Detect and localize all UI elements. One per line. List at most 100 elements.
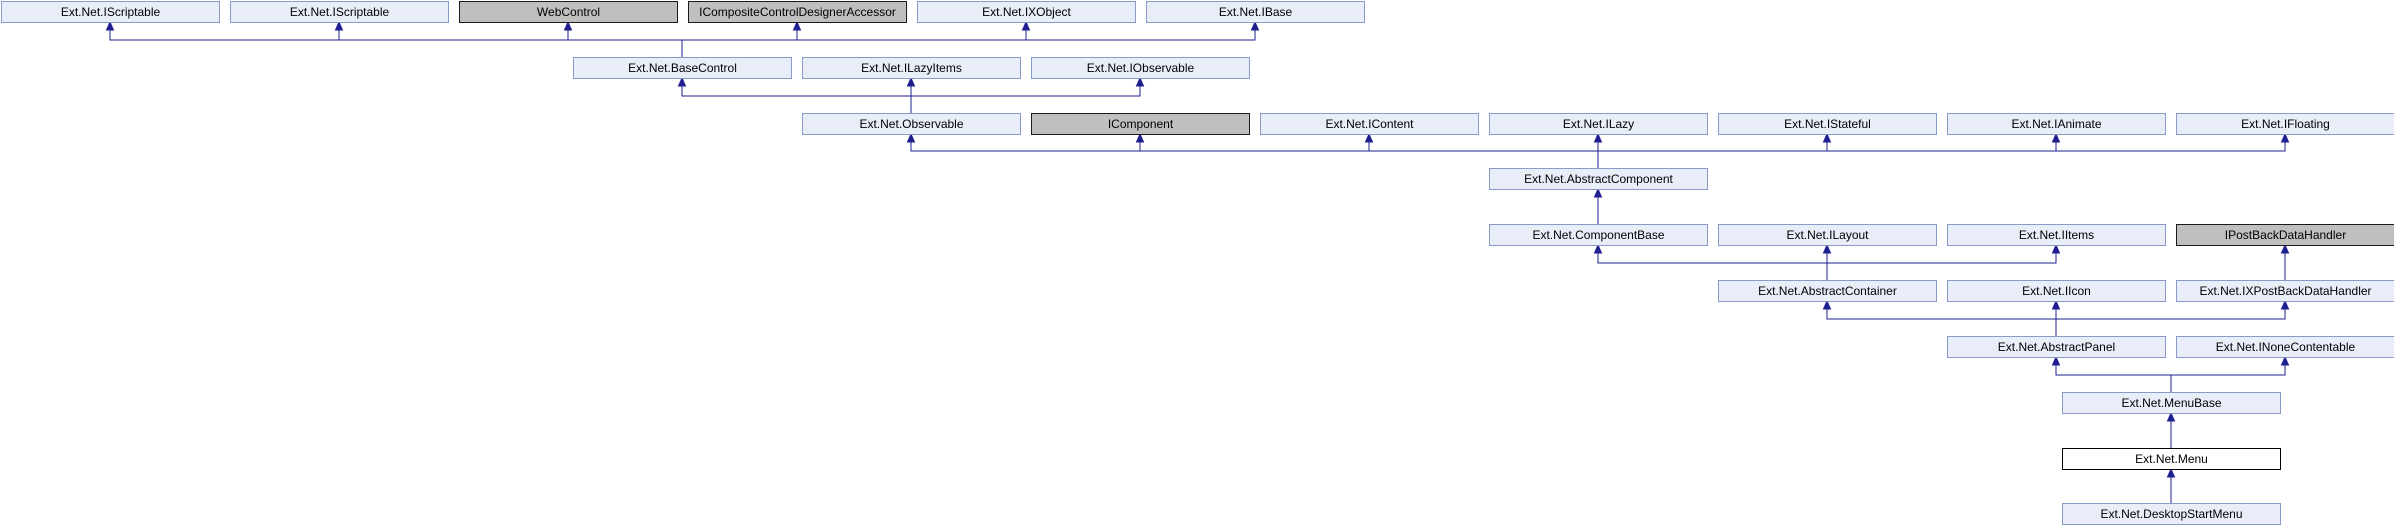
- class-node[interactable]: Ext.Net.Observable: [802, 113, 1021, 135]
- inheritance-edge: [1368, 141, 1599, 168]
- class-node[interactable]: Ext.Net.IBase: [1146, 1, 1365, 23]
- class-node-box: [230, 1, 449, 23]
- class-node-box: [573, 57, 792, 79]
- inheritance-edge: [567, 29, 683, 57]
- class-node-label: Ext.Net.IAnimate: [2011, 117, 2101, 131]
- class-node[interactable]: Ext.Net.IIcon: [1947, 280, 2166, 302]
- class-node[interactable]: Ext.Net.IStateful: [1718, 113, 1937, 135]
- class-node-label: Ext.Net.INoneContentable: [2216, 340, 2356, 354]
- class-node[interactable]: Ext.Net.IScriptable: [230, 1, 449, 23]
- class-node-label: IComponent: [1108, 117, 1174, 131]
- class-node-label: Ext.Net.ILazyItems: [861, 61, 962, 75]
- class-node[interactable]: Ext.Net.IObservable: [1031, 57, 1250, 79]
- class-node-box: [1146, 1, 1365, 23]
- class-node[interactable]: Ext.Net.INoneContentable: [2176, 336, 2394, 358]
- inheritance-edge: [2170, 364, 2286, 392]
- class-node[interactable]: Ext.Net.AbstractComponent: [1489, 168, 1708, 190]
- class-node: Ext.Net.Menu: [2062, 448, 2281, 470]
- class-node-label: WebControl: [537, 5, 600, 19]
- class-node-box: [1947, 280, 2166, 302]
- inheritance-edge: [681, 29, 1027, 57]
- inheritance-edge: [2055, 364, 2172, 392]
- class-node-box: [1489, 168, 1708, 190]
- class-node-box: [2062, 448, 2281, 470]
- class-node[interactable]: Ext.Net.ILazyItems: [802, 57, 1021, 79]
- class-node[interactable]: Ext.Net.IScriptable: [1, 1, 220, 23]
- class-node-box: [1031, 57, 1250, 79]
- class-node[interactable]: Ext.Net.AbstractPanel: [1947, 336, 2166, 358]
- class-node-box: [2062, 503, 2281, 525]
- arrowhead: [2280, 355, 2290, 366]
- class-node-box: [2176, 224, 2394, 246]
- class-node-label: IPostBackDataHandler: [2225, 228, 2346, 242]
- class-node[interactable]: Ext.Net.IAnimate: [1947, 113, 2166, 135]
- arrowhead: [1593, 243, 1603, 254]
- class-node-label: Ext.Net.DesktopStartMenu: [2100, 507, 2242, 521]
- inheritance-edge: [1597, 141, 2286, 168]
- arrowhead: [2166, 467, 2176, 478]
- class-node[interactable]: Ext.Net.ILayout: [1718, 224, 1937, 246]
- class-node-box: [802, 113, 1021, 135]
- class-node[interactable]: Ext.Net.IXPostBackDataHandler: [2176, 280, 2394, 302]
- class-node-box: [1718, 280, 1937, 302]
- class-node[interactable]: Ext.Net.IContent: [1260, 113, 1479, 135]
- arrowhead: [1135, 76, 1145, 87]
- arrowhead: [1135, 132, 1145, 143]
- class-node-label: Ext.Net.BaseControl: [628, 61, 737, 75]
- arrowhead: [1364, 132, 1374, 143]
- class-node[interactable]: Ext.Net.ComponentBase: [1489, 224, 1708, 246]
- class-node-label: Ext.Net.AbstractContainer: [1758, 284, 1897, 298]
- class-node-box: [917, 1, 1136, 23]
- class-node-label: Ext.Net.Observable: [859, 117, 963, 131]
- class-node[interactable]: Ext.Net.IFloating: [2176, 113, 2394, 135]
- arrowhead: [2280, 243, 2290, 254]
- class-node-label: Ext.Net.IFloating: [2241, 117, 2330, 131]
- class-node-label: Ext.Net.ILazy: [1563, 117, 1634, 131]
- inheritance-edge: [681, 29, 1256, 57]
- inheritance-edge: [1597, 141, 1828, 168]
- class-node-label: Ext.Net.IScriptable: [290, 5, 390, 19]
- arrowhead: [2280, 299, 2290, 310]
- class-node[interactable]: Ext.Net.AbstractContainer: [1718, 280, 1937, 302]
- class-node-box: [688, 1, 907, 23]
- class-node[interactable]: Ext.Net.IItems: [1947, 224, 2166, 246]
- class-node-box: [802, 57, 1021, 79]
- arrowhead: [1822, 132, 1832, 143]
- inheritance-edge: [681, 29, 798, 57]
- class-node-box: [1947, 224, 2166, 246]
- class-node-label: Ext.Net.Menu: [2135, 452, 2208, 466]
- class-node[interactable]: Ext.Net.MenuBase: [2062, 392, 2281, 414]
- class-node-box: [459, 1, 678, 23]
- class-node-label: Ext.Net.AbstractPanel: [1998, 340, 2115, 354]
- class-node-label: Ext.Net.IXPostBackDataHandler: [2199, 284, 2371, 298]
- class-node-box: [1, 1, 220, 23]
- class-node-label: Ext.Net.IItems: [2019, 228, 2094, 242]
- class-node-label: Ext.Net.IXObject: [982, 5, 1071, 19]
- inheritance-edge: [1597, 252, 1828, 280]
- class-node-box: [2176, 113, 2394, 135]
- class-node-label: Ext.Net.IScriptable: [61, 5, 161, 19]
- inheritance-edge: [910, 141, 1599, 168]
- arrowhead: [1250, 20, 1260, 31]
- class-node-box: [1489, 113, 1708, 135]
- class-node: IComponent: [1031, 113, 1250, 135]
- arrowhead: [2051, 355, 2061, 366]
- class-node[interactable]: Ext.Net.IXObject: [917, 1, 1136, 23]
- class-node-label: Ext.Net.IBase: [1219, 5, 1293, 19]
- arrowhead: [792, 20, 802, 31]
- class-node[interactable]: Ext.Net.DesktopStartMenu: [2062, 503, 2281, 525]
- inheritance-edge: [1826, 308, 2057, 336]
- arrowhead: [2166, 411, 2176, 422]
- class-node[interactable]: Ext.Net.BaseControl: [573, 57, 792, 79]
- arrowhead: [2051, 299, 2061, 310]
- arrowhead: [1822, 299, 1832, 310]
- class-node-label: Ext.Net.IContent: [1325, 117, 1414, 131]
- class-node-label: Ext.Net.IIcon: [2022, 284, 2091, 298]
- class-node-box: [2062, 392, 2281, 414]
- arrowhead: [1593, 187, 1603, 198]
- class-node[interactable]: Ext.Net.ILazy: [1489, 113, 1708, 135]
- inheritance-edge: [681, 85, 912, 113]
- class-node-label: Ext.Net.AbstractComponent: [1524, 172, 1673, 186]
